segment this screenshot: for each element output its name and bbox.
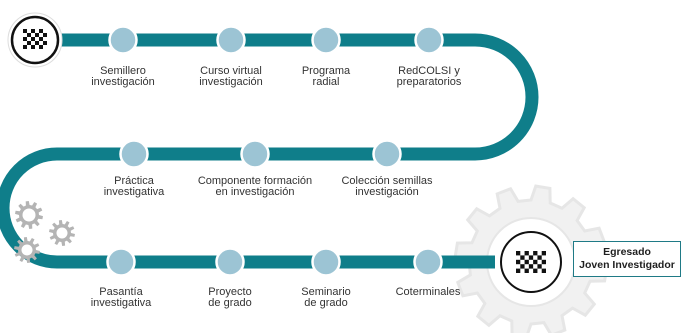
stage-label-coterminales: Coterminales [395,286,461,298]
pathway-line [0,33,539,269]
stage-node-curso [216,25,246,55]
stage-node-proyecto [215,247,245,277]
stage-label-semillero: Semillero investigación [91,65,155,88]
stage-node-pasantia [106,247,136,277]
stage-label-coleccion: Colección semillas investigación [341,175,433,198]
small-gear-hole-2 [56,227,68,239]
stage-node-semillero [108,25,138,55]
stage-label-programa: Programa radial [301,65,351,88]
stage-node-coleccion [372,139,402,169]
end-terminal [500,231,562,293]
stage-node-coterminales [413,247,443,277]
small-gear-hole-3 [21,244,33,256]
stage-label-redcolsi: RedCOLSI y preparatorios [396,65,462,88]
stage-node-redcolsi [414,25,444,55]
graduate-subtitle: Joven Investigador [579,259,675,271]
graduate-title: Egresado [603,246,651,258]
stage-node-seminario [311,247,341,277]
stage-node-practica [119,139,149,169]
stage-label-pasantia: Pasantía investigativa [90,286,152,309]
end-flag-icon [516,251,546,273]
stage-label-practica: Práctica investigativa [103,175,165,198]
stage-node-programa [311,25,341,55]
small-gear-hole-1 [22,208,36,222]
stage-label-curso: Curso virtual investigación [199,65,263,88]
stage-label-proyecto: Proyecto de grado [208,286,252,309]
stage-label-seminario: Seminario de grado [301,286,351,309]
graduate-box: Egresado Joven Investigador [573,241,681,277]
stage-node-componente [240,139,270,169]
start-flag-icon [23,29,47,49]
stage-label-componente: Componente formación en investigación [197,175,313,198]
